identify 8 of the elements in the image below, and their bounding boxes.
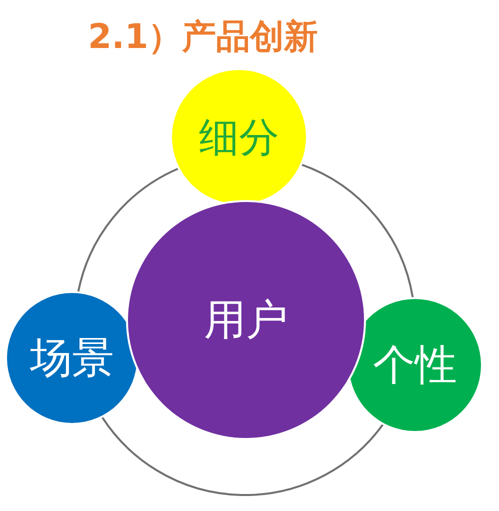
node-label: 用户	[204, 294, 288, 346]
connector-arc	[101, 416, 384, 496]
node-label: 细分	[199, 114, 279, 162]
node-label: 个性	[373, 339, 457, 391]
title: 2.1）产品创新	[88, 16, 318, 59]
connector-arc	[77, 168, 179, 292]
node-label: 场景	[30, 332, 114, 384]
connector-arc	[301, 164, 414, 298]
